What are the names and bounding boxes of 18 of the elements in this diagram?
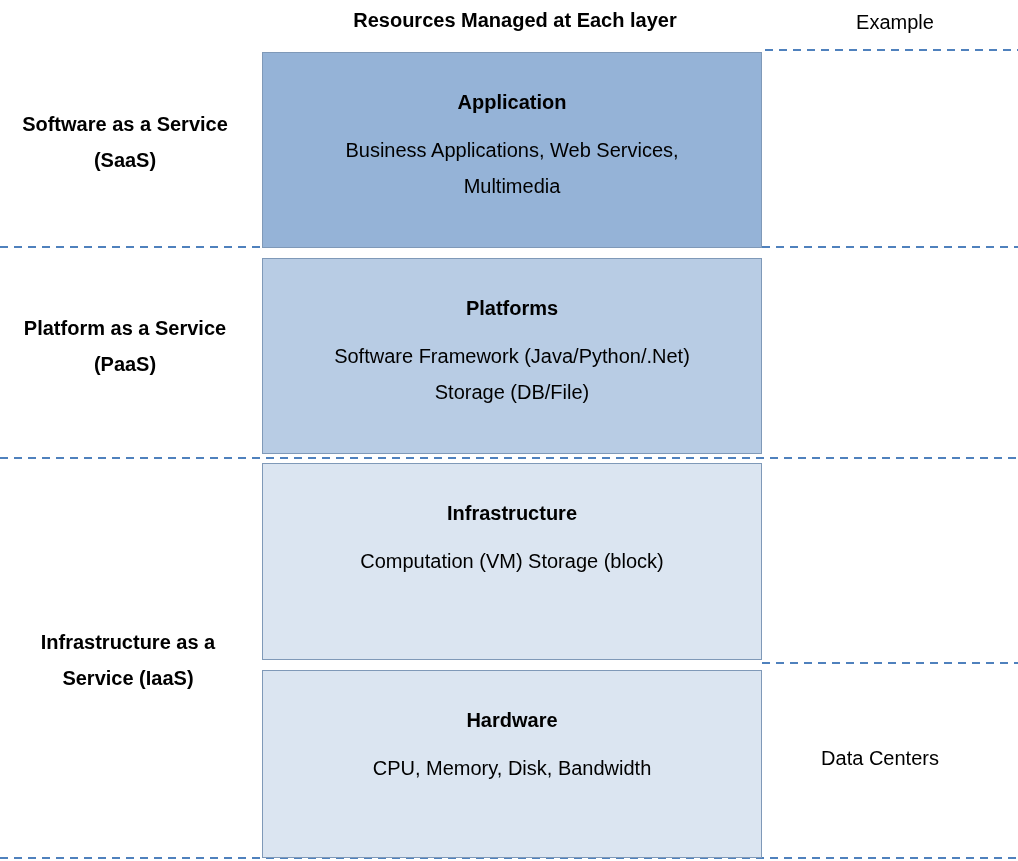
layer-box <box>262 463 762 660</box>
layer-description: CPU, Memory, Disk, Bandwidth <box>372 756 652 781</box>
column-header: Example <box>855 10 935 35</box>
service-model-label: Infrastructure as a Service (IaaS) <box>39 630 217 691</box>
layer-title: Application <box>457 91 567 114</box>
layer-description: Computation (VM) Storage (block) <box>360 549 664 574</box>
column-header: Resources Managed at Each layer <box>352 8 678 33</box>
layer-description: Business Applications, Web Services, Multimedia <box>344 138 680 199</box>
service-model-label: Software as a Service (SaaS) <box>21 112 229 173</box>
layer-title: Infrastructure <box>447 502 577 525</box>
layer-box <box>262 52 762 248</box>
service-model-label: Platform as a Service (PaaS) <box>22 316 228 377</box>
layer-title: Hardware <box>466 709 558 732</box>
layer-box <box>262 258 762 454</box>
example-text: Data Centers <box>820 746 940 771</box>
layer-box <box>262 670 762 858</box>
layer-description: Software Framework (Java/Python/.Net) Storage (DB/File) <box>333 344 691 405</box>
layer-title: Platforms <box>465 297 559 320</box>
